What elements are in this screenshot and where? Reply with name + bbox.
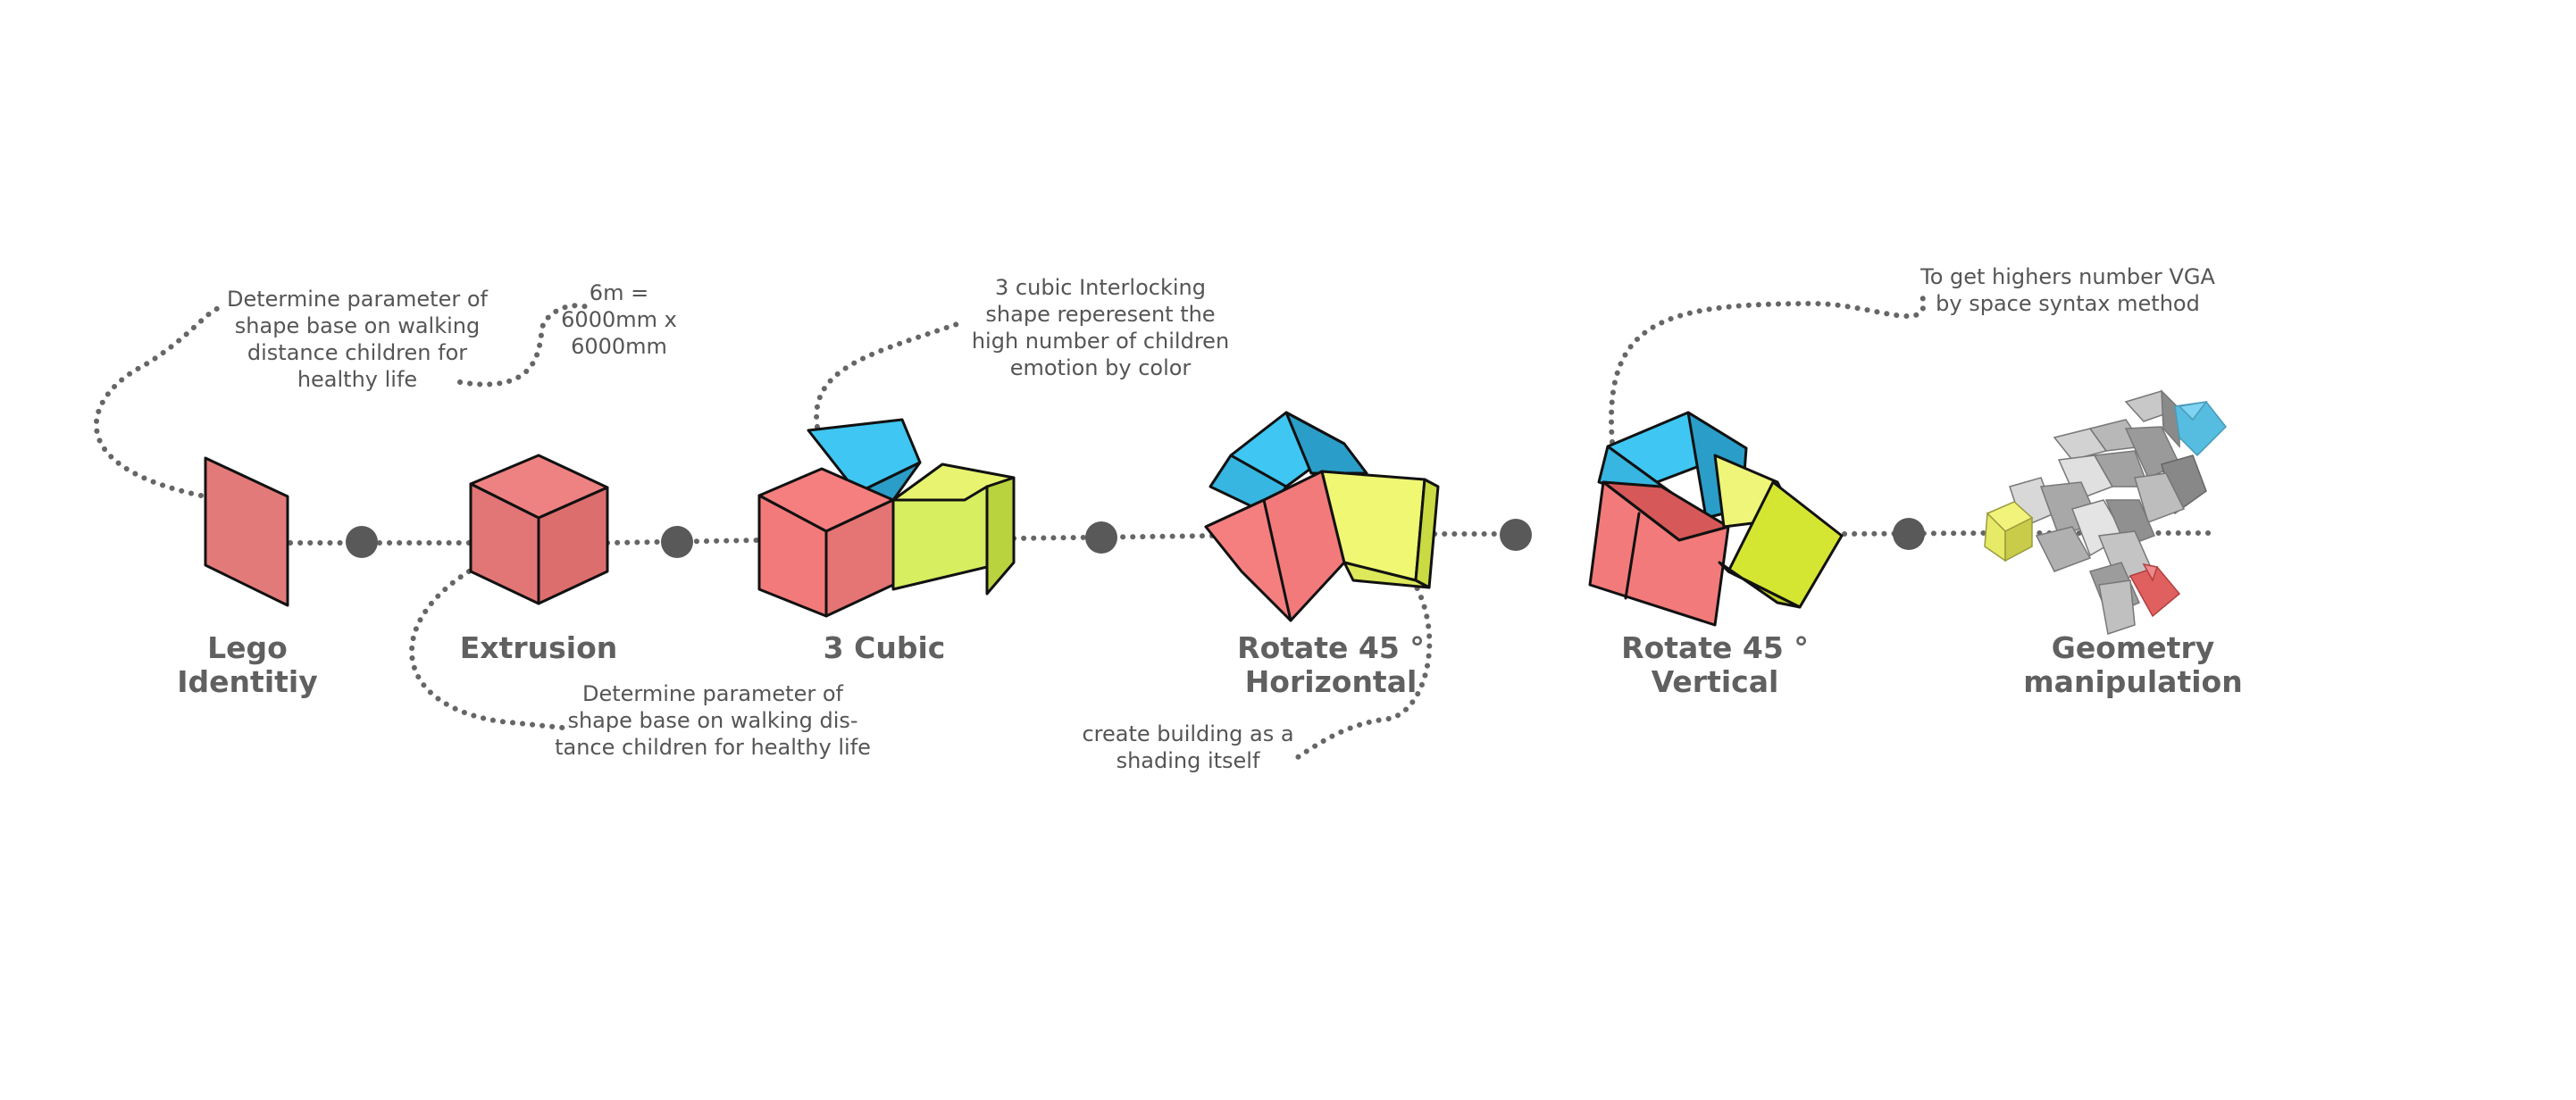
leader-size [457, 303, 592, 388]
step-title-line2: Vertical [1652, 664, 1779, 699]
annotation-lego: Determine parameter of shape base on wal… [227, 287, 489, 392]
annotation-line: 6000mm [571, 334, 667, 359]
annotation-line: tance children for healthy life [555, 735, 871, 760]
step-title: Rotate 45 ° [1237, 630, 1425, 665]
cube-icon [469, 454, 609, 605]
annotation-line: 3 cubic Interlocking [995, 275, 1206, 300]
annotation-line: emotion by color [1010, 355, 1192, 380]
annotation-line: shape base on walking [235, 313, 480, 338]
step-title: Rotate 45 ° [1621, 630, 1809, 665]
leader-rotate-v [1609, 288, 1927, 445]
annotation-line: shading itself [1117, 748, 1260, 773]
annotations: Determine parameter of shape base on wal… [227, 264, 2215, 773]
cube-cluster-icon [1984, 389, 2228, 635]
annotation-line: shape base on walking dis- [567, 708, 857, 733]
rotated-cubes-icon [1204, 411, 1440, 622]
annotation-line: high number of children [972, 329, 1229, 354]
leader-extrusion [409, 569, 565, 730]
timeline-node [661, 526, 693, 558]
annotation-line: by space syntax method [1936, 291, 2200, 316]
annotation-line: 6000mm x [561, 307, 677, 332]
annotation-extrusion: Determine parameter of shape base on wal… [555, 681, 871, 760]
leader-cubic [814, 319, 967, 429]
annotation-line: Determine parameter of [227, 287, 489, 312]
rotated-cubes-vertical-icon [1588, 411, 1844, 627]
three-cubes-icon [757, 418, 1016, 618]
leader-lego [93, 305, 222, 498]
annotation-line: shape reperesent the [985, 302, 1215, 327]
step-title: Geometry [2052, 630, 2214, 665]
annotation-line: 6m = [590, 280, 648, 305]
step-title: Extrusion [460, 630, 618, 665]
timeline-node [1500, 519, 1532, 551]
annotation-size: 6m = 6000mm x 6000mm [561, 280, 677, 359]
step-title-line2: Identitiy [177, 664, 317, 699]
step-title: 3 Cubic [824, 630, 946, 665]
timeline-node [1893, 518, 1925, 550]
step-titles: Lego Identitiy Extrusion 3 Cubic Rotate … [177, 630, 2242, 699]
parallelogram-icon [204, 456, 289, 607]
annotation-line: create building as a [1082, 721, 1293, 746]
annotation-rotate-h: create building as a shading itself [1082, 721, 1293, 773]
step-title-line2: Horizontal [1245, 664, 1418, 699]
annotation-rotate-v: To get highers number VGA by space synta… [1919, 264, 2215, 316]
timeline-node [346, 526, 378, 558]
annotation-line: healthy life [297, 367, 417, 392]
annotation-leaders [93, 288, 1927, 762]
leader-rotate-h [1292, 569, 1433, 762]
annotation-line: distance children for [247, 340, 467, 365]
step-title-line2: manipulation [2023, 664, 2242, 699]
annotation-cubic: 3 cubic Interlocking shape reperesent th… [972, 275, 1229, 380]
timeline-node [1085, 521, 1117, 554]
step-title: Lego [207, 630, 288, 665]
annotation-line: Determine parameter of [582, 681, 844, 706]
annotation-line: To get highers number VGA [1919, 264, 2215, 289]
timeline-nodes [346, 518, 1925, 558]
